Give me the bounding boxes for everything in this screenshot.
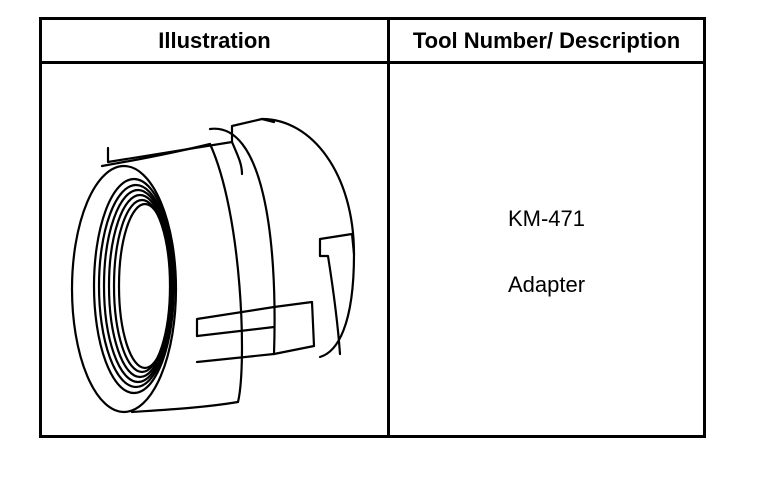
tool-table: Illustration Tool Number/ Description: [39, 17, 706, 438]
header-illustration: Illustration: [158, 27, 271, 53]
adapter-right-notch: [318, 232, 356, 356]
adapter-front-ring: [70, 164, 178, 414]
adapter-flange-edge: [100, 142, 244, 414]
illustration-cell: [42, 64, 387, 435]
adapter-mid-body: [195, 127, 276, 364]
tool-number: KM-471: [507, 206, 586, 231]
description-cell: KM-471 Adapter: [390, 64, 703, 435]
adapter-back-body: [260, 117, 356, 359]
tool-name: Adapter: [507, 272, 586, 297]
adapter-side-slot: [272, 300, 316, 356]
adapter-thread-5: [117, 202, 173, 370]
threaded-adapter-icon: [70, 117, 356, 414]
column-divider: [387, 20, 390, 435]
header-divider: [42, 61, 703, 64]
header-description: Tool Number/ Description: [412, 27, 681, 53]
